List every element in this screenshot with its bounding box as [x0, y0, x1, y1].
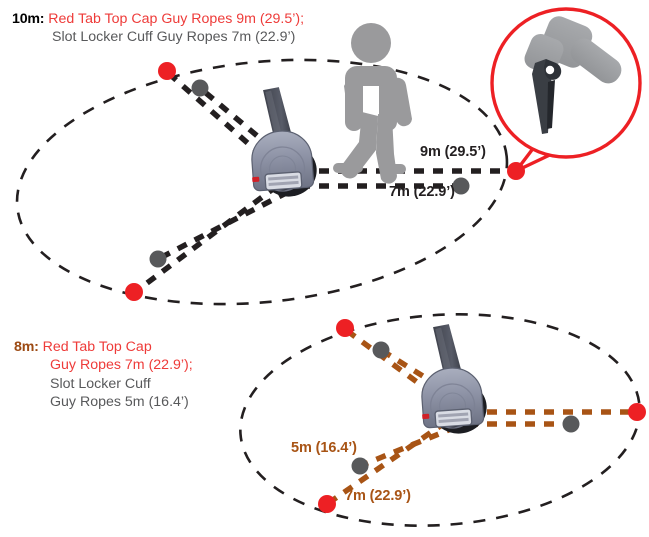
legend-10m-key: 10m:	[12, 11, 45, 27]
peg-markers-8m	[318, 319, 646, 513]
walking-person-icon	[333, 23, 412, 184]
red-peg-dot-icon	[336, 319, 354, 337]
measurement-label-bottom-inner: 5m (16.4’)	[291, 440, 357, 456]
legend-8m-line-1: 8m: Red Tab Top Cap	[14, 338, 193, 356]
legend-10m: 10m: Red Tab Top Cap Guy Ropes 9m (29.5’…	[12, 10, 304, 47]
measurement-label-bottom-outer: 7m (22.9’)	[345, 488, 411, 504]
legend-10m-gray-text: Slot Locker Cuff Guy Ropes 7m (22.9’)	[52, 29, 296, 46]
legend-10m-red-text: Red Tab Top Cap Guy Ropes 9m (29.5’);	[48, 11, 305, 27]
legend-8m-line-3: Slot Locker Cuff	[14, 375, 193, 393]
gray-peg-dot-icon	[191, 79, 209, 97]
ray-8m-upper-left-inner	[379, 347, 457, 399]
gray-peg-dot-icon	[452, 177, 470, 195]
gray-peg-dot-icon	[562, 415, 580, 433]
red-peg-dot-icon	[158, 62, 176, 80]
legend-8m: 8m: Red Tab Top Cap Guy Ropes 7m (22.9’)…	[14, 338, 193, 412]
red-peg-dot-icon	[628, 403, 646, 421]
legend-8m-line-4: Guy Ropes 5m (16.4’)	[14, 393, 193, 411]
legend-8m-gray-text-1: Slot Locker Cuff	[50, 375, 151, 392]
measurement-label-top-inner: 7m (22.9’)	[389, 184, 455, 200]
legend-8m-gray-text-2: Guy Ropes 5m (16.4’)	[50, 394, 189, 411]
peg-markers-10m	[125, 62, 525, 301]
ray-10m-lower-left-outer	[133, 183, 279, 295]
legend-8m-line-2: Guy Ropes 7m (22.9’);	[14, 356, 193, 374]
tape-measure-icon	[421, 324, 487, 434]
red-peg-dot-icon	[318, 495, 336, 513]
callout-circle-icon	[490, 7, 642, 159]
tent-peg-icon	[532, 59, 562, 134]
tape-measure-icon	[251, 87, 317, 197]
gray-peg-dot-icon	[351, 457, 369, 475]
ray-8m-lower-left-outer	[328, 419, 448, 505]
ray-10m-lower-left-inner	[156, 189, 290, 262]
gray-peg-dot-icon	[372, 341, 390, 359]
legend-10m-line-1: 10m: Red Tab Top Cap Guy Ropes 9m (29.5’…	[12, 10, 304, 28]
gray-peg-dot-icon	[149, 250, 167, 268]
legend-8m-key: 8m:	[14, 339, 39, 355]
legend-8m-red-text-2: Guy Ropes 7m (22.9’);	[50, 357, 193, 374]
red-peg-dot-icon	[125, 283, 143, 301]
ellipse-10m	[15, 58, 509, 306]
legend-8m-red-text-1: Red Tab Top Cap	[42, 339, 152, 355]
legend-10m-line-2: Slot Locker Cuff Guy Ropes 7m (22.9’)	[12, 28, 304, 46]
measurement-label-top-outer: 9m (29.5’)	[420, 144, 486, 160]
